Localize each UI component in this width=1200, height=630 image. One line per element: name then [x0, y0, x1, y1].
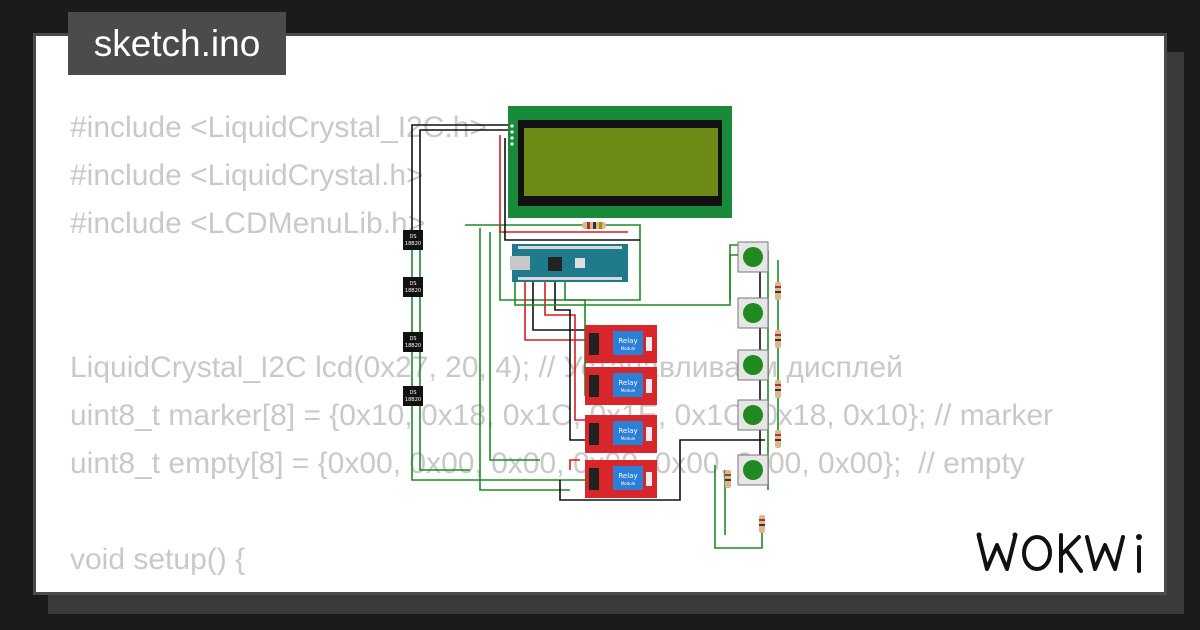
sensor-label: DS [409, 390, 416, 396]
relay-sublabel: Module [621, 346, 636, 351]
code-line: #include <LiquidCrystal.h> [70, 159, 424, 192]
push-button[interactable] [737, 454, 769, 486]
code-line: uint8_t marker[8] = {0x10, 0x18, 0x1C, 0… [70, 399, 1054, 432]
relay-label: Relay [618, 379, 637, 387]
code-line: void setup() { [70, 543, 246, 576]
sensor-label: DS [409, 336, 416, 342]
sensor-label: 18B20 [405, 397, 421, 403]
relay-group: RelayModuleRelayModuleRelayModuleRelayMo… [585, 325, 657, 498]
wokwi-logo [976, 532, 1142, 573]
relay-sublabel: Module [621, 388, 636, 393]
sensor-label: 18B20 [405, 288, 421, 294]
sensor-label: 18B20 [405, 241, 421, 247]
resistor-group [725, 282, 781, 533]
relay-label: Relay [618, 337, 637, 345]
arduino-nano [510, 244, 628, 282]
resistor [775, 282, 781, 300]
resistor [725, 470, 731, 488]
resistor [775, 330, 781, 348]
relay-sublabel: Module [621, 436, 636, 441]
relay-label: Relay [618, 472, 637, 480]
lcd-display [508, 106, 732, 218]
code-line: #include <LCDMenuLib.h> [70, 207, 426, 240]
code-preview: #include <LiquidCrystal_I2C.h> #include <… [70, 104, 1054, 592]
resistor [775, 380, 781, 398]
sensor-label: DS [409, 234, 416, 240]
relay-sublabel: Module [621, 481, 636, 486]
push-button[interactable] [737, 399, 769, 431]
file-tab[interactable]: sketch.ino [68, 12, 286, 75]
push-button[interactable] [737, 241, 769, 273]
resistor [775, 430, 781, 448]
push-button[interactable] [737, 349, 769, 381]
code-line: #include <LiquidCrystal_I2C.h> [70, 111, 487, 144]
wires [411, 124, 779, 549]
code-line: lcd.init(); [70, 584, 1053, 592]
sensor-label: DS [409, 281, 416, 287]
resistor [759, 515, 765, 533]
button-group [737, 241, 769, 486]
resistor [582, 222, 606, 229]
relay-label: Relay [618, 427, 637, 435]
push-button[interactable] [737, 297, 769, 329]
sensor-label: 18B20 [405, 343, 421, 349]
code-line: uint8_t empty[8] = {0x00, 0x00, 0x00, 0x… [70, 447, 1025, 480]
